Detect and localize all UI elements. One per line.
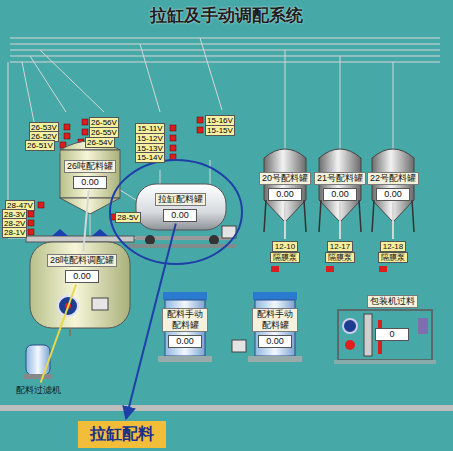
manifold-pipes (8, 38, 440, 238)
level-value: 0.00 (258, 335, 292, 348)
tank-box: 配料手动配料罐 0.00 (252, 308, 298, 348)
level-value: 0.00 (163, 209, 197, 222)
valve-tag: 26-54V (85, 137, 115, 148)
tank-box: 包装机过料 0 (367, 295, 418, 341)
manual-tanks (158, 292, 302, 362)
level-value: 0.00 (323, 188, 357, 201)
pipe-line (41, 285, 76, 383)
pipe-line (392, 203, 394, 240)
callout-ellipse (110, 160, 242, 264)
pump-box: 12-17隔膜泵 (325, 241, 355, 263)
level-value: 0.00 (268, 188, 302, 201)
callout-text: 拉缸配料 (78, 421, 166, 448)
pump-box: 12-18隔膜泵 (378, 241, 408, 263)
tank-box: 26吨配料罐 0.00 (64, 160, 116, 189)
tank-name: 22号配料罐 (367, 172, 419, 185)
horizontal-tank (128, 184, 236, 248)
pump-tag: 12-18 (380, 241, 406, 252)
tank-name: 包装机过料 (367, 295, 418, 308)
tank-box: 配料手动配料罐 0.00 (162, 308, 208, 348)
floor-pipe (0, 405, 453, 411)
equipment-name: 配料过滤机 (16, 385, 61, 396)
tank-box: 拉缸配料罐 0.00 (155, 193, 206, 222)
pump-name: 隔膜泵 (270, 252, 300, 263)
valve-symbols (28, 117, 203, 235)
tank-name: 20号配料罐 (259, 172, 311, 185)
tank-name: 配料手动配料罐 (252, 308, 298, 332)
pipe-line (284, 203, 286, 240)
diagram-title: 拉缸及手动调配系统 (150, 4, 303, 27)
pump-tag: 12-10 (272, 241, 298, 252)
packing-machine (334, 310, 436, 364)
level-value: 0.00 (376, 188, 410, 201)
pump-name: 隔膜泵 (378, 252, 408, 263)
pipe-line (83, 191, 88, 252)
storage-tanks (264, 149, 414, 272)
tank-name: 拉缸配料罐 (155, 193, 206, 206)
pump-tag: 12-17 (327, 241, 353, 252)
level-value: 0.00 (73, 176, 107, 189)
tank-28 (26, 229, 134, 336)
tank-box: 21号配料罐 0.00 (314, 172, 366, 201)
pump-name: 隔膜泵 (325, 252, 355, 263)
tank-box: 20号配料罐 0.00 (259, 172, 311, 201)
pipe-line (339, 203, 341, 240)
tank-name: 配料手动配料罐 (162, 308, 208, 332)
equipment-box: 配料过滤机 (16, 385, 61, 396)
level-value: 0 (375, 328, 409, 341)
tank-box: 22号配料罐 0.00 (367, 172, 419, 201)
tank-box: 28吨配料调配罐 0.00 (47, 254, 117, 283)
valve-tag: 28-1V (2, 227, 27, 238)
level-value: 0.00 (168, 335, 202, 348)
valve-tag: 15-14V (135, 152, 165, 163)
tank-name: 28吨配料调配罐 (47, 254, 117, 267)
tank-name: 21号配料罐 (314, 172, 366, 185)
level-value: 0.00 (65, 270, 99, 283)
valve-tag: 15-15V (205, 125, 235, 136)
pump-box: 12-10隔膜泵 (270, 241, 300, 263)
valve-tag: 28-5V (115, 212, 140, 223)
tank-name: 26吨配料罐 (64, 160, 116, 173)
valve-tag: 26-51V (25, 140, 55, 151)
callout-box: 拉缸配料 (78, 421, 166, 448)
